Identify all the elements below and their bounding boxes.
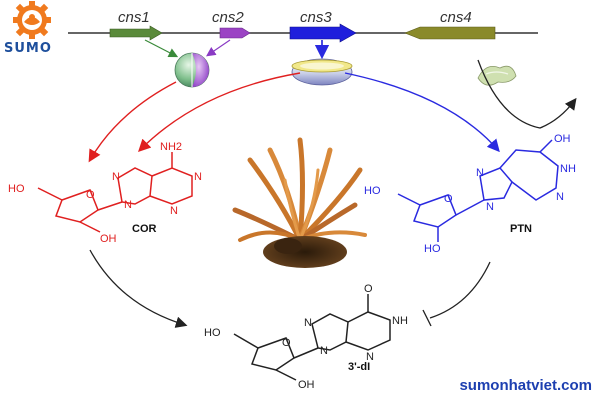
ptn-ring-o-label: O <box>444 193 453 205</box>
blue-arrow-to-ptn <box>344 72 500 153</box>
red-arrow-to-cor-inner <box>138 72 301 152</box>
gene-label-cns1: cns1 <box>118 9 150 26</box>
ptn-compound-label: PTN <box>510 223 532 235</box>
arrow-ptn-to-3dl <box>429 261 491 319</box>
cor-n1-label: N <box>194 171 202 183</box>
red-arrow-to-cor-outer <box>88 81 177 163</box>
gene-arrow-cns3 <box>289 23 357 43</box>
logo-text: SUMO <box>4 41 52 56</box>
cor-structure <box>37 152 193 233</box>
ptn-n7-label: N <box>476 167 484 179</box>
ptn-n9-label: N <box>486 201 494 213</box>
arrow-cor-to-3dl <box>89 249 188 328</box>
gene-label-cns3: cns3 <box>300 9 332 26</box>
cordyceps-fungus-image <box>232 137 367 268</box>
cor-ring-o-label: O <box>86 189 95 201</box>
cor-oh-label: OH <box>100 233 117 245</box>
gene-label-cns2: cns2 <box>212 9 244 26</box>
cor-n9-label: N <box>124 199 132 211</box>
3dl-ho-label: HO <box>204 327 221 339</box>
3dl-o-label: O <box>364 283 373 295</box>
cns2-expression-arrow <box>206 39 231 57</box>
export-arrow <box>477 59 577 129</box>
3dl-n9-label: N <box>320 345 328 357</box>
gene-arrow-cns4 <box>404 26 496 40</box>
inhibition-bar <box>422 309 432 327</box>
3dl-n7-label: N <box>304 317 312 329</box>
3dl-oh-label: OH <box>298 379 315 391</box>
cor-nh2-label: NH2 <box>160 141 182 153</box>
cor-compound-label: COR <box>132 223 157 235</box>
gene-arrow-cns1 <box>109 25 163 41</box>
ptn-ho2-label: HO <box>424 243 441 255</box>
ptn-nh-label: NH <box>560 163 576 175</box>
3dl-compound-label: 3'-dI <box>348 361 370 373</box>
website-watermark[interactable]: sumonhatviet.com <box>459 377 592 394</box>
ptn-n-label: N <box>556 191 564 203</box>
gene-arrow-cns2 <box>219 27 251 39</box>
3dl-ring-o-label: O <box>282 337 291 349</box>
ptn-ho-label: HO <box>364 185 381 197</box>
cor-n3-label: N <box>170 205 178 217</box>
logo-gear-icon <box>13 1 51 39</box>
logo: SUMO <box>4 1 52 56</box>
ptn-oh-label: OH <box>554 133 571 145</box>
gene-label-cns4: cns4 <box>440 9 472 26</box>
cns4-transporter <box>477 65 517 86</box>
cns1-expression-arrow <box>144 39 179 58</box>
cns1-cns2-enzyme-sphere <box>174 52 210 88</box>
3dl-structure <box>233 294 391 381</box>
3dl-n3-label: N <box>366 351 374 363</box>
3dl-nh-label: NH <box>392 315 408 327</box>
cns3-enzyme-disk <box>291 58 353 86</box>
cor-n7-label: N <box>112 171 120 183</box>
ptn-structure <box>397 139 559 242</box>
cor-ho-label: HO <box>8 183 25 195</box>
